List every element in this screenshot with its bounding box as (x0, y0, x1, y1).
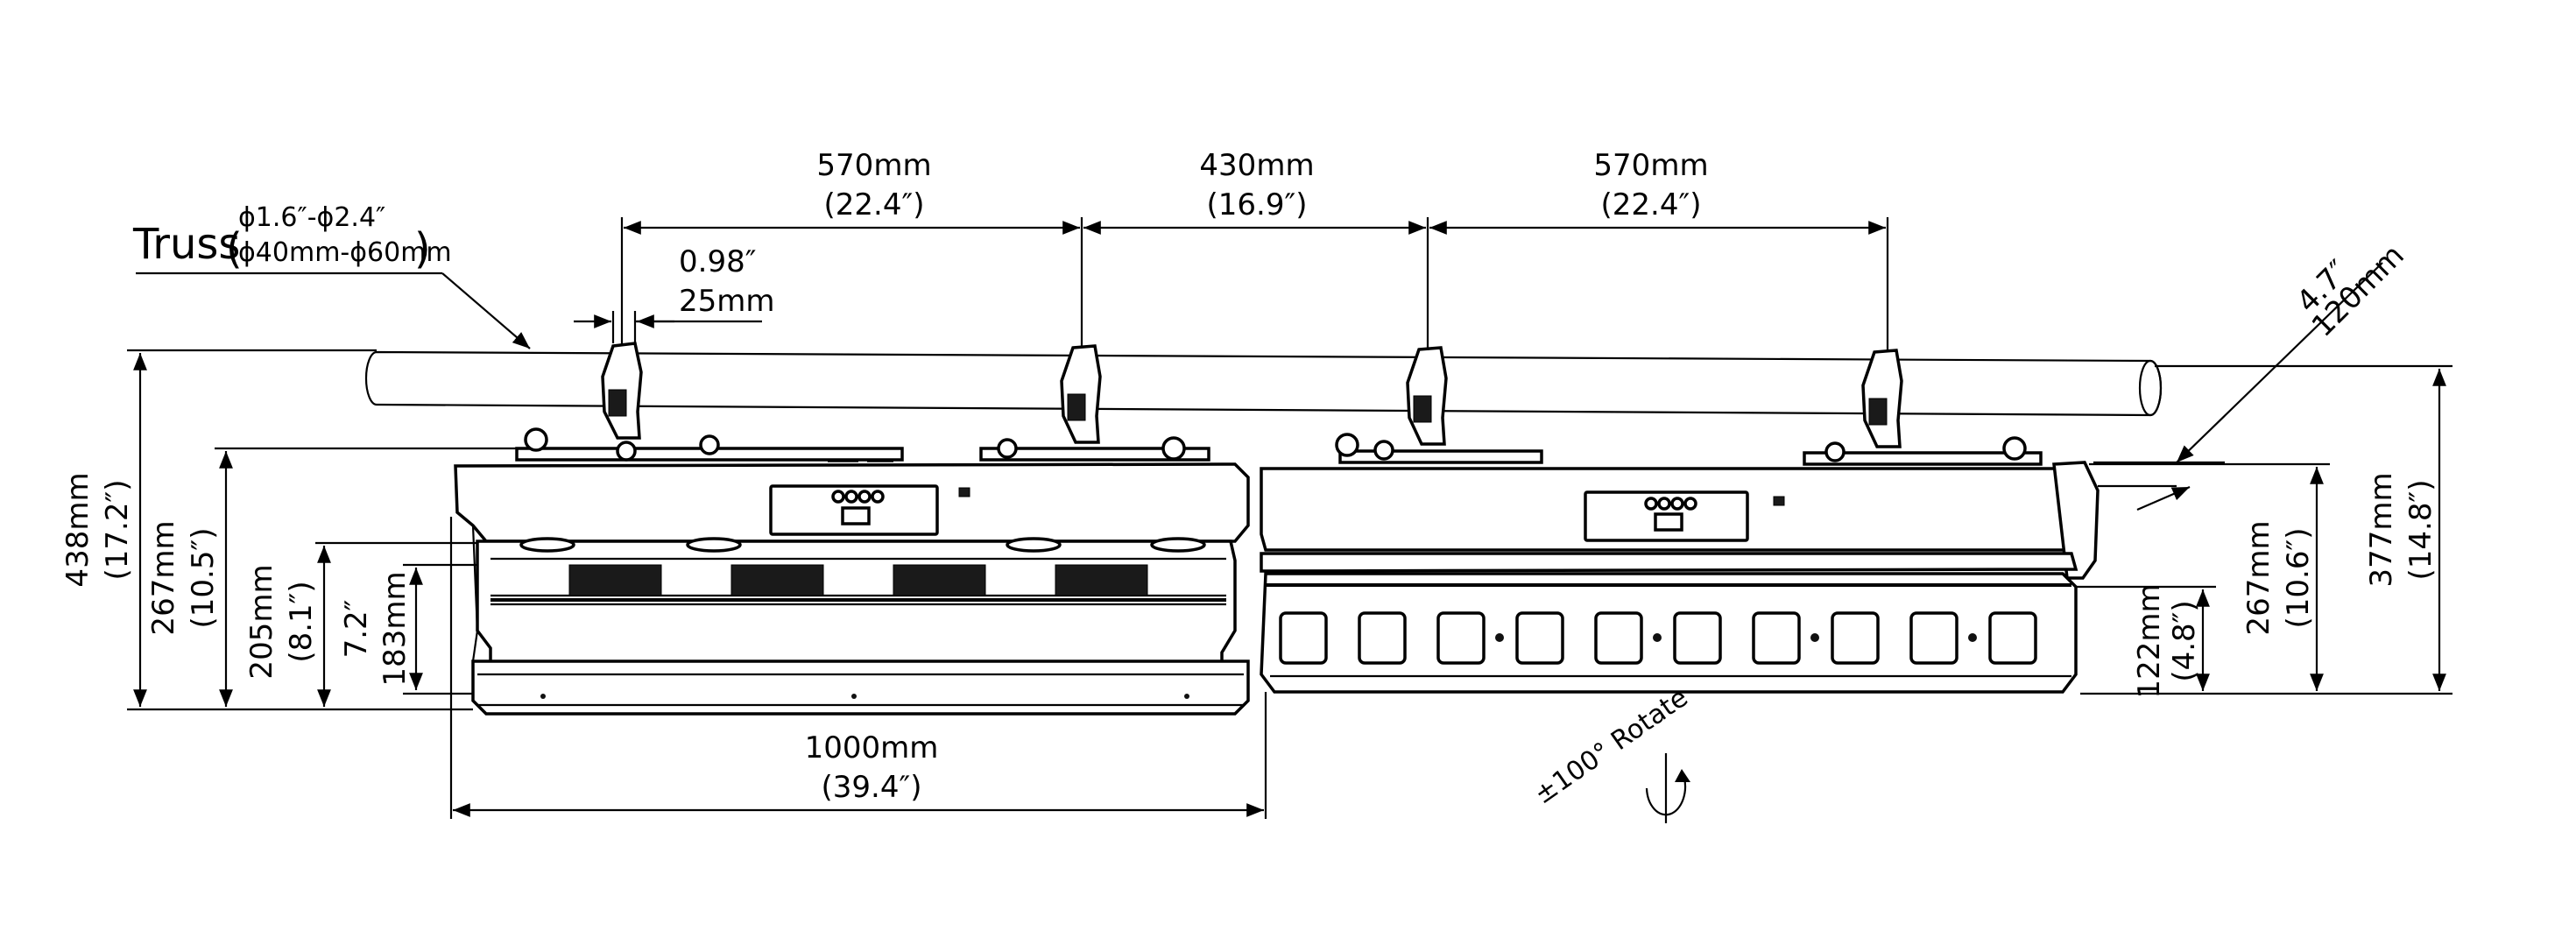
dim-right-h1-in: (14.8″) (2403, 480, 2438, 581)
dim-top-right-mm: 570mm (1593, 148, 1708, 183)
dim-width-in: (39.4″) (822, 770, 922, 805)
lens-cells (1279, 611, 2037, 665)
dim-top-mid-mm: 430mm (1199, 148, 1314, 183)
dim-right-h1-mm: 377mm (2364, 472, 2399, 587)
dim-left-h2-mm: 267mm (146, 520, 181, 635)
clamp-3 (1406, 346, 1448, 446)
rotate-icon (1645, 753, 1690, 823)
dimension-lines (127, 217, 2452, 819)
clamp-1 (601, 342, 643, 440)
dim-left-h1-in: (17.2″) (100, 480, 135, 581)
dim-top-left-mm: 570mm (816, 148, 931, 183)
dim-right-h3-mm: 122mm (2132, 583, 2167, 698)
svg-text:(: ( (226, 224, 243, 273)
fixture-left (454, 427, 1250, 716)
fixture-right (1260, 433, 2100, 694)
dim-right-h2-mm: 267mm (2241, 520, 2276, 635)
dim-left-h1-mm: 438mm (60, 472, 95, 587)
dim-left-h4-mm: 183mm (378, 571, 413, 686)
truss-spec-inch: ϕ1.6″-ϕ2.4″ (238, 202, 385, 233)
rotate-label: ±100° Rotate (1528, 682, 1693, 810)
dim-left-h3-mm: 205mm (244, 564, 279, 679)
dim-top-left-in: (22.4″) (824, 187, 925, 222)
truss-spec-mm: ϕ40mm-ϕ60mm (238, 237, 452, 268)
truss-pipe (364, 350, 2163, 417)
dim-top-right-in: (22.4″) (1601, 187, 1702, 222)
dim-left-h4-in: 7.2″ (339, 600, 374, 659)
dim-clamp-mm: 25mm (679, 284, 775, 319)
truss-clamps (601, 342, 1903, 448)
dim-right-h3-in: (4.8″) (2167, 600, 2202, 681)
dim-left-h3-in: (8.1″) (284, 581, 319, 662)
dim-width-mm: 1000mm (805, 730, 939, 765)
dim-left-h2-in: (10.5″) (186, 528, 221, 629)
dim-top-mid-in: (16.9″) (1207, 187, 1308, 222)
clamp-2 (1060, 344, 1102, 444)
dim-clamp-in: 0.98″ (679, 244, 756, 279)
svg-text:): ) (414, 224, 431, 273)
dim-right-h2-in: (10.6″) (2281, 528, 2316, 629)
dimension-labels: Truss ( ϕ1.6″-ϕ2.4″ ϕ40mm-ϕ60mm ) 570mm … (60, 148, 2438, 810)
clamp-4 (1861, 349, 1903, 448)
truss-label: Truss (132, 220, 240, 269)
